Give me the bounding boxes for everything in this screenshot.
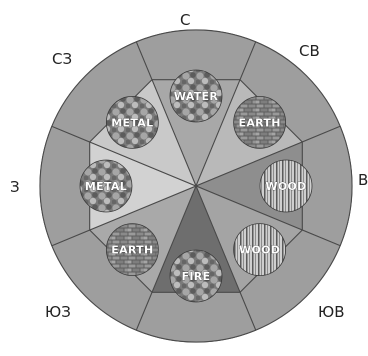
direction-label-west: З <box>10 178 20 196</box>
medallion-sw-image <box>105 223 159 277</box>
medallion-s: FIRE <box>169 249 223 303</box>
medallion-ne-label: EARTH <box>239 116 281 129</box>
direction-label-northeast: СВ <box>299 42 320 60</box>
medallion-w-image <box>79 159 133 213</box>
medallion-s-image <box>169 249 223 303</box>
direction-label-east: В <box>358 171 368 189</box>
medallion-se: WOOD <box>233 223 287 277</box>
medallion-ne: EARTH <box>233 95 287 149</box>
direction-label-north: С <box>180 11 191 29</box>
medallion-e: WOOD <box>259 159 313 213</box>
medallion-nw-label: METAL <box>111 116 153 129</box>
medallion-e-image <box>259 159 313 213</box>
medallion-n-image <box>169 69 223 123</box>
direction-label-southwest: ЮЗ <box>45 303 71 321</box>
medallion-w: METAL <box>79 159 133 213</box>
medallion-nw-image <box>105 95 159 149</box>
medallion-sw-label: EARTH <box>111 244 153 257</box>
medallion-n: WATER <box>169 69 223 123</box>
direction-label-southeast: ЮВ <box>318 303 345 321</box>
medallion-sw: EARTH <box>105 223 159 277</box>
medallion-s-label: FIRE <box>182 270 211 283</box>
medallion-e-label: WOOD <box>265 180 306 193</box>
sector-nw-rim <box>51 41 153 143</box>
medallion-w-label: METAL <box>85 180 127 193</box>
direction-label-northwest: СЗ <box>52 50 73 68</box>
medallion-se-label: WOOD <box>239 244 280 257</box>
medallion-ne-image <box>233 95 287 149</box>
medallion-se-image <box>233 223 287 277</box>
medallion-n-label: WATER <box>174 90 219 103</box>
medallion-nw: METAL <box>105 95 159 149</box>
